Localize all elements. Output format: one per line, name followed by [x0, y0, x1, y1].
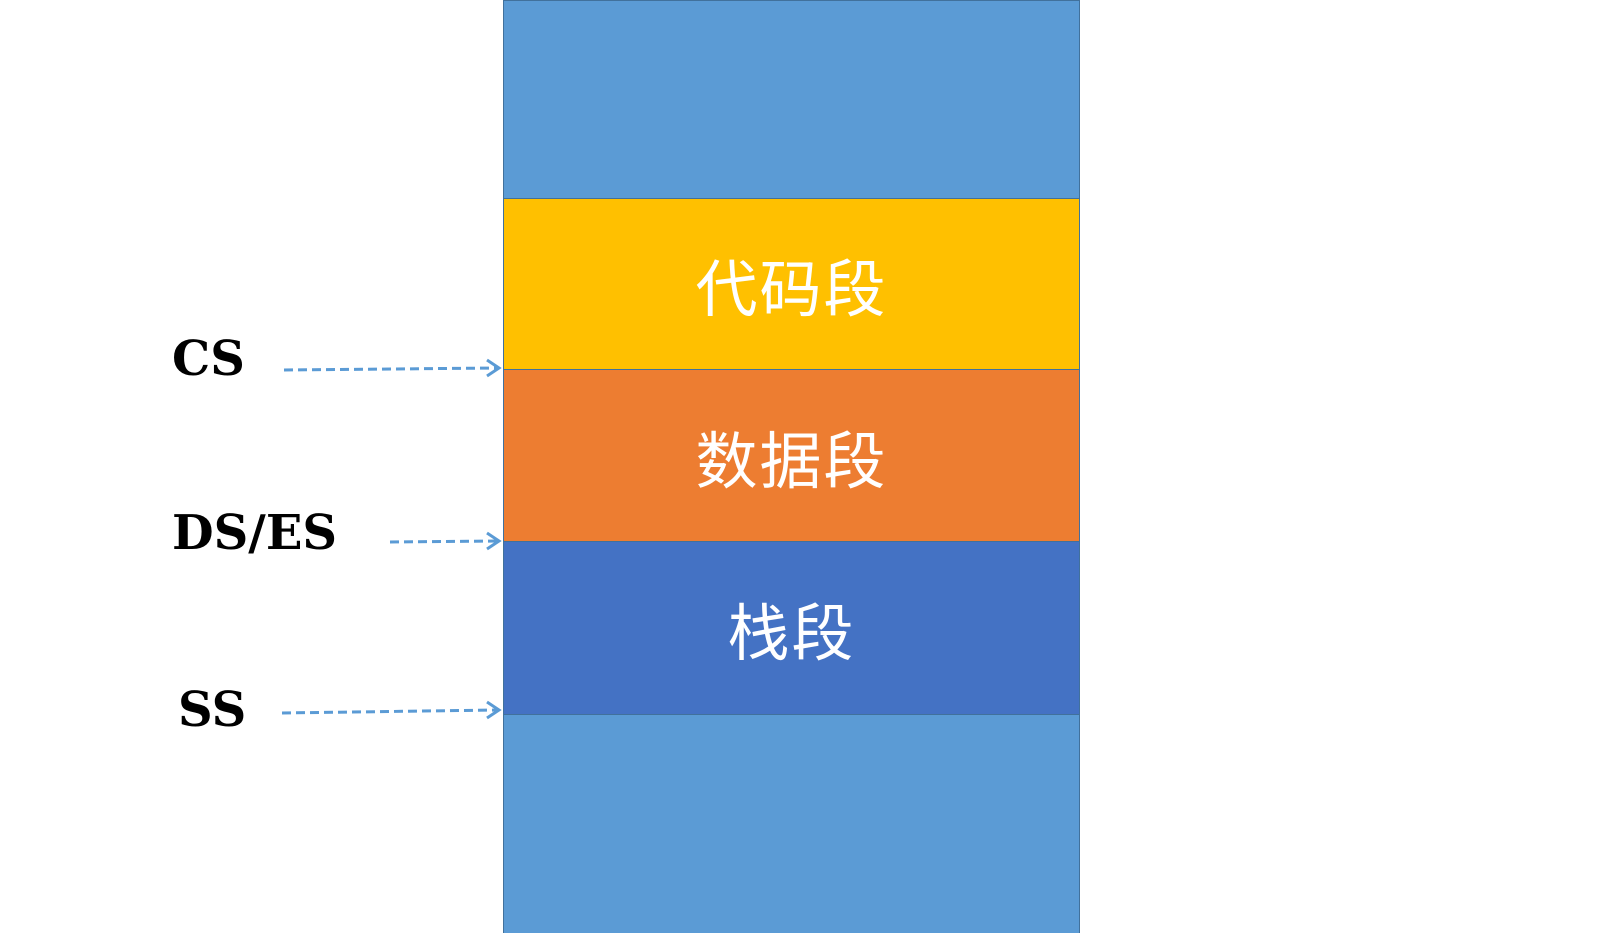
ss-arrow	[281, 700, 502, 720]
data-segment: 数据段	[503, 369, 1080, 542]
ds-es-arrow	[389, 531, 502, 551]
register-ds-es-label: DS/ES	[172, 505, 338, 561]
register-ss-label: SS	[178, 682, 247, 738]
stack-segment: 栈段	[503, 541, 1080, 715]
code-segment-label: 代码段	[695, 253, 888, 326]
cs-arrow	[283, 358, 502, 378]
code-segment: 代码段	[503, 198, 1080, 370]
stack-segment-label: 栈段	[727, 597, 856, 670]
data-segment-label: 数据段	[695, 424, 888, 498]
memory-column: 代码段 数据段 栈段	[503, 0, 1080, 933]
memory-region-bottom	[503, 714, 1080, 933]
register-cs-label: CS	[172, 331, 245, 387]
memory-region-top	[503, 0, 1080, 199]
